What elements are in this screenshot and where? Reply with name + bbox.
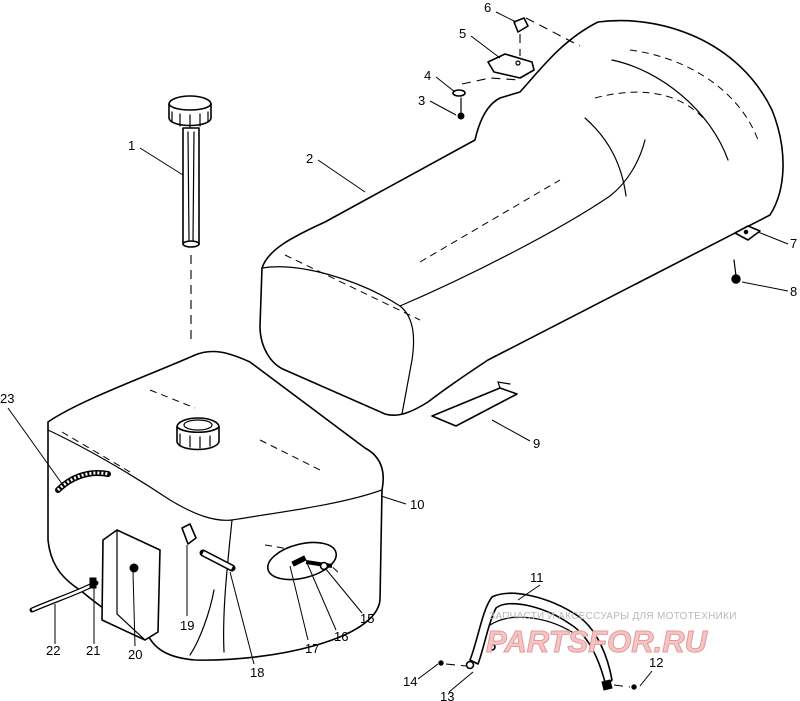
callout-number-13: 13 [440,689,454,701]
leader-line-4 [435,76,456,93]
leader-line-1 [139,147,184,176]
callout-number-14: 14 [403,674,417,689]
callout-number-12: 12 [649,655,663,670]
leader-line-6 [495,11,517,23]
leader-line-14 [417,663,439,680]
callout-number-10: 10 [410,497,424,512]
callout-number-2: 2 [306,151,313,166]
callout-number-5: 5 [459,26,466,41]
tank-strap [438,592,637,691]
leader-line-10 [380,495,407,505]
callout-number-15: 15 [360,611,374,626]
leader-line-8 [741,281,789,292]
callout-number-6: 6 [484,0,491,15]
callout-number-7: 7 [790,236,797,251]
callout-number-11: 11 [530,570,544,585]
watermark-logo: PARTSFOR.RU [486,624,709,659]
leader-line-11 [517,584,541,601]
watermark: ЗАПЧАСТИ И АКСЕССУАРЫ ДЛЯ МОТОТЕХНИКИ PA… [486,611,737,660]
callout-number-22: 22 [46,643,60,658]
callout-number-17: 17 [305,641,319,656]
leader-line-23 [7,407,66,489]
callout-number-20: 20 [128,647,142,662]
watermark-caption: ЗАПЧАСТИ И АКСЕССУАРЫ ДЛЯ МОТОТЕХНИКИ [489,611,737,622]
callout-number-3: 3 [418,93,425,108]
leader-line-18 [229,571,255,665]
callout-number-9: 9 [533,436,540,451]
leader-line-2 [317,159,366,193]
leader-line-7 [757,231,789,245]
leader-line-16 [306,562,337,631]
callout-number-4: 4 [424,68,431,83]
leader-line-20 [132,571,136,647]
leader-line-9 [491,419,531,442]
seat-front-hardware [452,17,581,120]
fuel-cap-gauge [168,95,212,345]
leader-line-3 [429,100,457,116]
leader-line-15 [324,567,363,614]
callout-number-8: 8 [790,284,797,299]
callout-number-21: 21 [86,643,100,658]
callout-number-16: 16 [334,629,348,644]
seat-screw [731,259,741,284]
seat-rear-bracket [734,225,761,241]
leader-line-5 [470,35,501,59]
leader-line-17 [289,565,309,641]
callout-number-23: 23 [0,391,14,406]
leader-line-13 [448,671,474,693]
callout-number-19: 19 [180,618,194,633]
seat-bracket [431,381,518,427]
callout-number-18: 18 [250,665,264,680]
callout-number-1: 1 [128,138,135,153]
leader-line-12 [639,670,653,687]
seat [259,19,784,417]
fuel-tank [29,350,384,661]
